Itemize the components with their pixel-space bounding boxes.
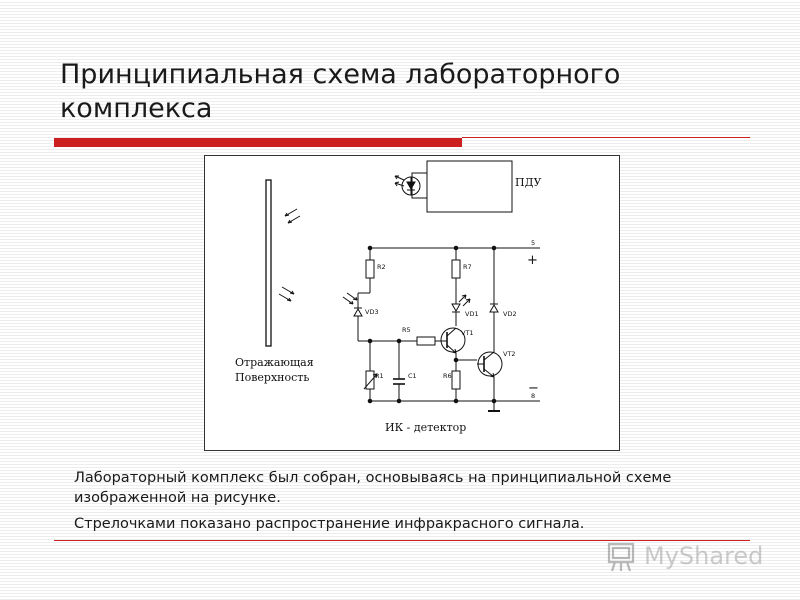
- label-r6: R6: [443, 372, 452, 380]
- terminal-top-number: 5: [531, 239, 535, 247]
- ir-ray-arrows-upper: [284, 208, 301, 224]
- label-c1: C1: [408, 372, 417, 380]
- terminal-bottom-number: 8: [531, 392, 535, 400]
- watermark-text: MyShared: [644, 542, 764, 570]
- caption-paragraph-2: Стрелочками показано распространение инф…: [74, 516, 585, 532]
- label-vd1: VD1: [465, 310, 479, 318]
- caption: Лабораторный комплекс был собран, основы…: [74, 468, 754, 540]
- resistor-r6: [451, 370, 461, 390]
- label-vt1: VT1: [461, 329, 474, 337]
- label-r2: R2: [377, 263, 386, 271]
- label-r7: R7: [463, 263, 472, 271]
- slide-title: Принципиальная схема лабораторного компл…: [60, 59, 621, 124]
- terminal-bottom-sign: −: [528, 381, 539, 396]
- reflecting-surface: [265, 179, 272, 347]
- remote-ray-arrows: [394, 175, 405, 187]
- ir-ray-arrows-lower: [278, 286, 295, 302]
- label-r1: R1: [375, 372, 384, 380]
- remote-control-box: [426, 160, 513, 213]
- label-vd2: VD2: [503, 310, 517, 318]
- circuit-svg: ПДУ Отражающая Поверхность ИК - детектор…: [235, 160, 542, 434]
- vd3-ray-arrows: [342, 292, 358, 305]
- surface-label-line1: Отражающая: [235, 356, 314, 369]
- footer-accent-line: [54, 540, 750, 541]
- surface-label-line2: Поверхность: [235, 371, 309, 384]
- resistor-r7: [451, 259, 461, 279]
- remote-label: ПДУ: [515, 176, 542, 189]
- diode-vd2: [489, 303, 499, 313]
- circuit-diagram: ПДУ Отражающая Поверхность ИК - детектор…: [204, 155, 620, 451]
- title-accent-bar: [54, 138, 462, 147]
- terminal-top-sign: +: [527, 253, 538, 268]
- label-vd3: VD3: [365, 308, 379, 316]
- resistor-r2: [365, 259, 375, 279]
- potentiometer-r1: [365, 370, 375, 390]
- detector-label: ИК - детектор: [385, 421, 466, 434]
- label-r5: R5: [402, 326, 411, 334]
- photodiode-vd3: [353, 307, 363, 317]
- projector-screen-icon: [607, 542, 635, 572]
- label-vt2: VT2: [503, 350, 516, 358]
- caption-paragraph-1: Лабораторный комплекс был собран, основы…: [74, 470, 672, 506]
- led-vd1: [451, 303, 461, 313]
- vd1-ray-arrows: [458, 294, 471, 307]
- title-accent-line: [462, 137, 750, 138]
- resistor-r5: [416, 336, 436, 346]
- watermark: MyShared: [606, 536, 796, 576]
